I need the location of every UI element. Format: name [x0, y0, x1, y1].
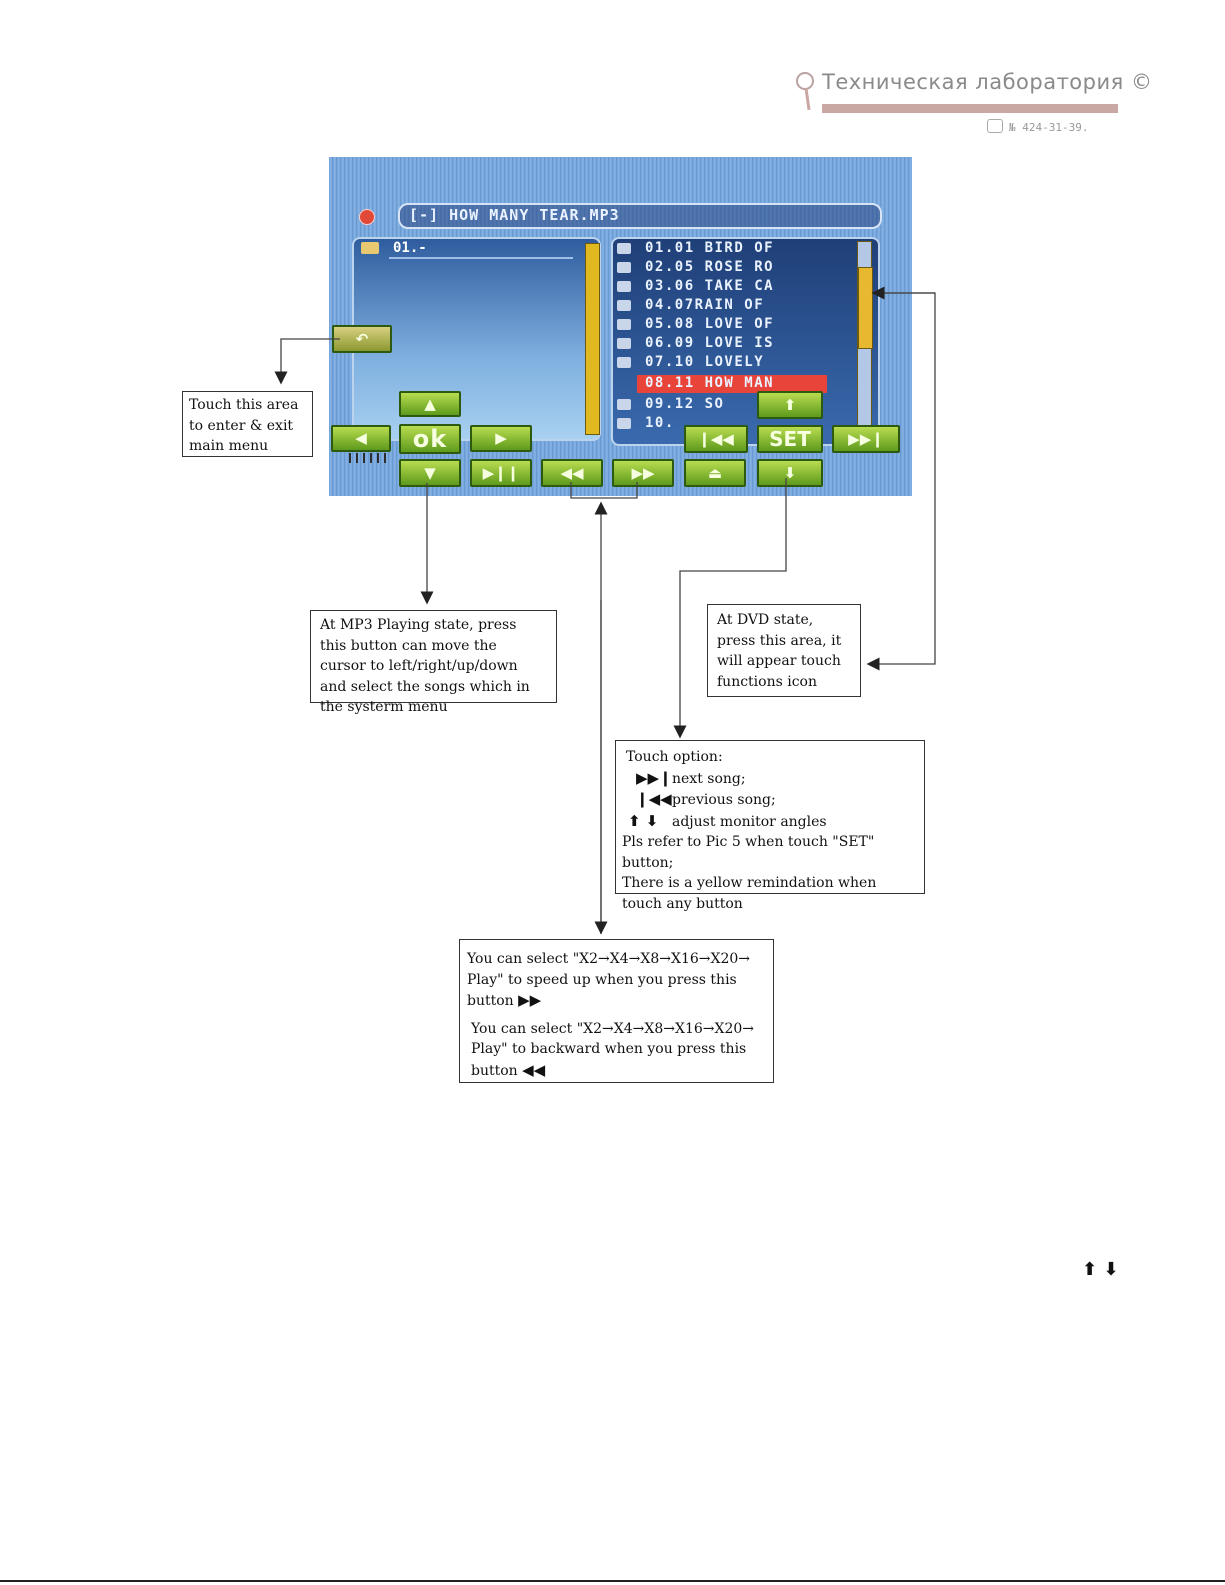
watermark-underline — [822, 104, 1118, 113]
monitor-up-button[interactable]: ⬆ — [757, 391, 823, 419]
fast-forward-icon: ▶▶ — [631, 463, 655, 482]
previous-song-button[interactable]: ❙◀◀ — [684, 425, 748, 453]
rewind-button[interactable]: ◀◀ — [541, 459, 603, 487]
callout-dvd-state: At DVD state, press this area, it will a… — [707, 604, 861, 697]
callout-cursor: At MP3 Playing state, press this button … — [310, 610, 557, 715]
down-arrow-icon: ⬇ — [783, 463, 797, 482]
callout-speed: You can select "X2→X4→X8→X16→X20→ Play" … — [459, 939, 774, 1083]
rewind-icon: ◀◀ — [560, 463, 584, 482]
now-playing-title: [-] HOW MANY TEAR.MP3 — [409, 206, 620, 224]
down-arrow-icon: ▼ — [424, 463, 436, 482]
music-file-icon — [617, 319, 631, 330]
monitor-down-button[interactable]: ⬇ — [757, 459, 823, 487]
previous-icon: ❙◀◀ — [636, 790, 672, 808]
callout-main-menu: Touch this area to enter & exit main men… — [182, 391, 313, 457]
track-list-panel — [611, 237, 880, 446]
rewind-icon: ◀◀ — [522, 1060, 546, 1079]
track-scrollbar-thumb[interactable] — [858, 267, 873, 349]
tick-marks — [349, 453, 389, 463]
track-item[interactable]: 01.01 BIRD OF — [617, 240, 847, 258]
track-item[interactable]: 06.09 LOVE IS — [617, 335, 847, 353]
connector-touch-option — [673, 478, 787, 739]
mp3-screen-screenshot: [-] HOW MANY TEAR.MP3 01.- 01.01 BIRD OF… — [329, 157, 912, 496]
title-bar — [398, 203, 882, 229]
music-file-icon — [617, 243, 631, 254]
return-icon: ↶ — [355, 329, 369, 348]
cursor-left-button[interactable]: ◀ — [331, 425, 391, 452]
cursor-right-button[interactable]: ▶ — [470, 425, 532, 452]
track-item[interactable]: 08.11 HOW MAN — [637, 375, 827, 393]
monitor-angle-icon: ⬆ ⬇ — [1082, 1259, 1119, 1280]
track-item[interactable]: 09.12 SO — [617, 396, 847, 414]
callout-touch-option: Touch option: ▶▶❙next song; ❙◀◀previous … — [615, 740, 925, 912]
track-item[interactable]: 07.10 LOVELY — [617, 354, 847, 372]
main-menu-button[interactable]: ↶ — [332, 325, 392, 353]
music-file-icon — [617, 338, 631, 349]
ok-button[interactable]: ok — [399, 424, 461, 454]
connector-main-menu — [274, 338, 340, 385]
set-button[interactable]: SET — [757, 425, 823, 453]
page-bottom-rule — [0, 1580, 1225, 1582]
track-item[interactable]: 02.05 ROSE RO — [617, 259, 847, 277]
eject-icon: ⏏ — [707, 463, 723, 482]
track-item[interactable]: 10. — [617, 415, 847, 433]
monitor-angle-icon: ⬆ ⬇ — [628, 811, 659, 830]
music-file-icon — [617, 399, 631, 410]
play-pause-button[interactable]: ▶❙❙ — [470, 459, 532, 487]
music-file-icon — [617, 262, 631, 273]
up-arrow-icon: ▲ — [424, 394, 436, 413]
music-file-icon — [617, 281, 631, 292]
watermark-title: Техническая лаборатория © — [822, 70, 1153, 94]
folder-item-underline — [389, 257, 573, 259]
watermark-phone: № 424-31-39. — [1009, 121, 1089, 134]
play-pause-icon: ▶❙❙ — [482, 463, 520, 482]
folder-item[interactable]: 01.- — [393, 240, 427, 256]
phone-icon — [987, 119, 1003, 133]
up-arrow-icon: ⬆ — [783, 395, 797, 414]
next-icon: ▶▶❙ — [636, 768, 672, 787]
music-file-icon — [617, 418, 631, 429]
folder-panel — [352, 237, 601, 441]
connector-dvd-state — [866, 292, 936, 671]
left-arrow-icon: ◀ — [355, 429, 367, 447]
music-file-icon — [617, 357, 631, 368]
connector-speed-bracket — [570, 482, 638, 499]
fast-forward-icon: ▶▶ — [518, 991, 542, 1009]
next-icon: ▶▶❙ — [848, 429, 884, 448]
eject-button[interactable]: ⏏ — [684, 459, 746, 487]
cursor-up-button[interactable]: ▲ — [399, 391, 461, 417]
track-item[interactable]: 05.08 LOVE OF — [617, 316, 847, 334]
cursor-down-button[interactable]: ▼ — [399, 459, 461, 487]
track-item[interactable]: 03.06 TAKE CA — [617, 278, 847, 296]
right-arrow-icon: ▶ — [495, 429, 507, 447]
track-item[interactable]: 04.07RAIN OF — [617, 297, 847, 315]
next-song-button[interactable]: ▶▶❙ — [832, 425, 900, 453]
close-icon[interactable] — [359, 209, 375, 225]
folder-scrollbar[interactable] — [585, 243, 600, 435]
previous-icon: ❙◀◀ — [698, 429, 734, 448]
folder-icon — [361, 242, 379, 254]
fast-forward-button[interactable]: ▶▶ — [612, 459, 674, 487]
music-file-icon — [617, 300, 631, 311]
